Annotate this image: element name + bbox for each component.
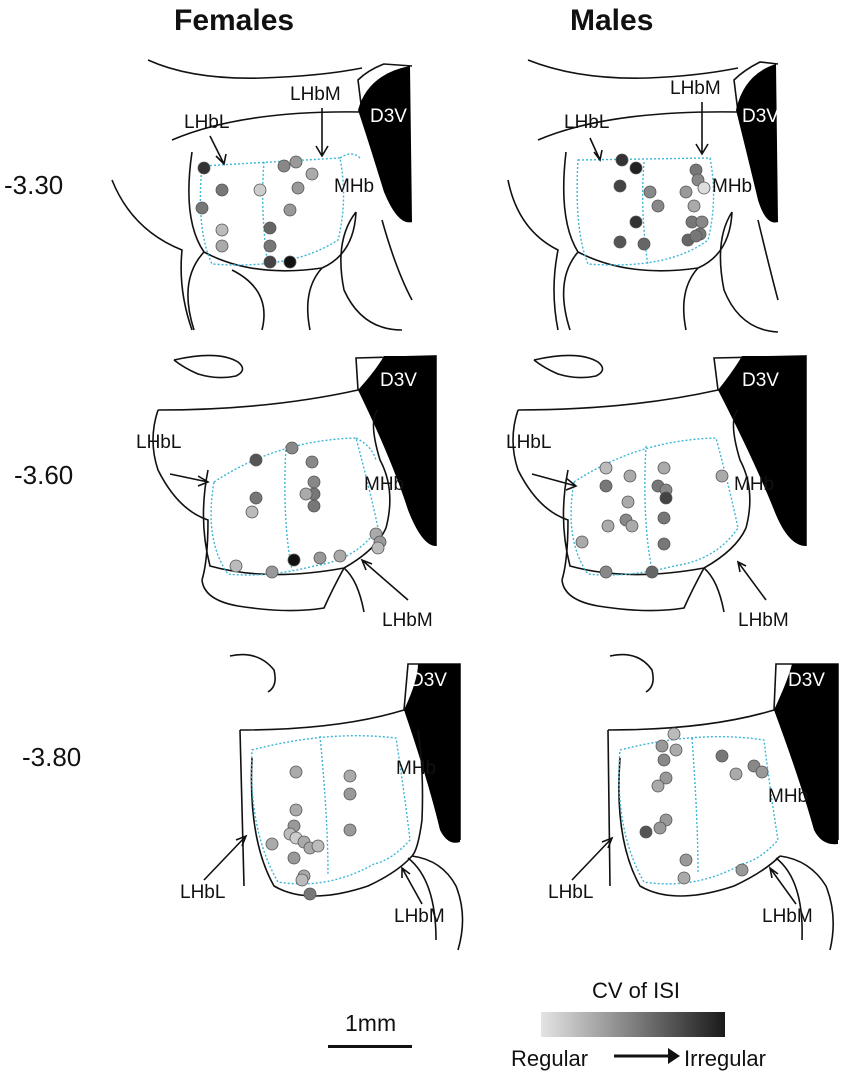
panel-males-row1: D3V MHb LHbL LHbM (507, 59, 779, 333)
neuron-markers (575, 461, 729, 579)
panel-males-row3: D3V MHb LHbL LHbM (548, 653, 839, 951)
panel-females-row3: D3V MHb LHbL LHbM (180, 653, 464, 951)
label-lhbl: LHbL (506, 432, 551, 453)
neuron-markers (229, 441, 387, 579)
neuron-markers (195, 155, 319, 269)
d3v-shape (358, 356, 436, 546)
scale-bar-label: 1mm (345, 1010, 397, 1036)
label-mhb: MHb (334, 176, 374, 197)
d3v-shape (718, 356, 806, 546)
d3v-shape (736, 64, 778, 223)
label-lhbm: LHbM (394, 906, 445, 927)
label-d3v: D3V (742, 370, 779, 391)
label-d3v: D3V (410, 670, 447, 691)
d3v-shape (774, 664, 838, 845)
label-d3v: D3V (788, 670, 825, 691)
label-mhb: MHb (396, 758, 436, 779)
label-d3v: D3V (742, 106, 779, 127)
label-lhbl: LHbL (180, 882, 225, 903)
row-label-bregma-1: -3.30 (4, 170, 64, 200)
legend-gradient-bar (541, 1012, 725, 1037)
label-mhb: MHb (768, 786, 808, 807)
label-mhb: MHb (712, 176, 752, 197)
panel-females-row2: D3V MHb LHbL LHbM (136, 354, 437, 631)
panel-males-row2: D3V MHb LHbL LHbM (506, 354, 807, 631)
d3v-shape (358, 66, 412, 223)
scale-bar (328, 1045, 412, 1048)
label-lhbm: LHbM (382, 610, 433, 631)
label-lhbm: LHbM (290, 84, 341, 105)
label-lhbl: LHbL (184, 112, 229, 133)
label-mhb: MHb (734, 474, 774, 495)
right-arrow-icon (614, 1048, 680, 1064)
label-lhbl: LHbL (136, 432, 181, 453)
label-lhbl: LHbL (564, 112, 609, 133)
neuron-markers (265, 765, 357, 901)
label-mhb: MHb (364, 474, 404, 495)
d3v-shape (404, 664, 460, 843)
row-label-bregma-2: -3.60 (14, 460, 74, 490)
neuron-markers (639, 727, 769, 885)
label-lhbm: LHbM (670, 78, 721, 99)
column-header-females: Females (174, 4, 295, 37)
label-d3v: D3V (380, 370, 417, 391)
label-lhbm: LHbM (762, 906, 813, 927)
panel-females-row1: D3V MHb LHbL LHbM (111, 59, 413, 331)
column-header-males: Males (570, 4, 654, 37)
label-lhbm: LHbM (738, 610, 789, 631)
row-label-bregma-3: -3.80 (22, 742, 82, 772)
neuron-markers (613, 153, 711, 251)
legend-title: CV of ISI (592, 978, 681, 1003)
legend-low-label: Regular (511, 1046, 589, 1071)
label-lhbl: LHbL (548, 882, 593, 903)
legend-high-label: Irregular (684, 1046, 766, 1071)
label-d3v: D3V (370, 106, 407, 127)
